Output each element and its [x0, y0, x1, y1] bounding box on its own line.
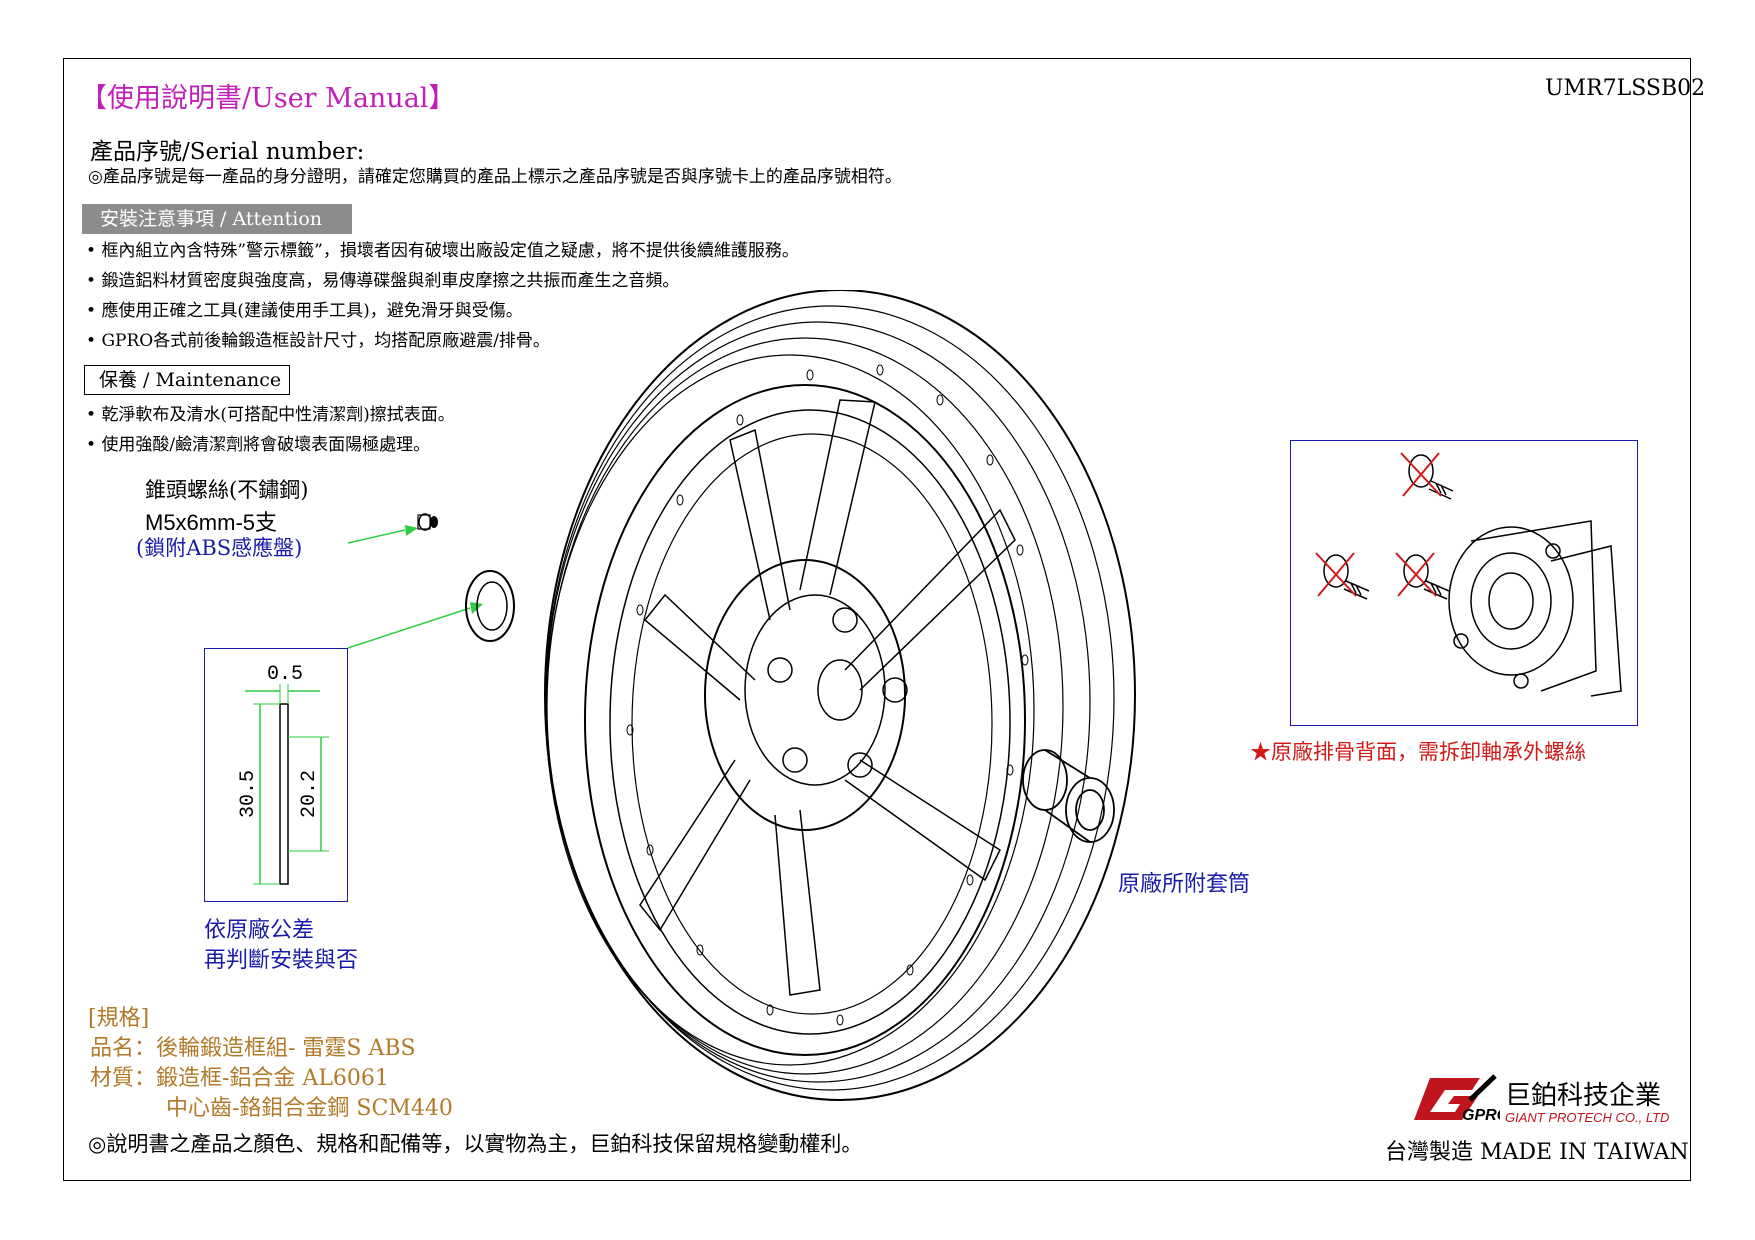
cone-screw-icon: [417, 513, 438, 531]
spec-material-2: 中心齒-鉻鉬合金鋼 SCM440: [166, 1096, 453, 1121]
wheel-icon: [544, 290, 1136, 1101]
tolerance-note-1: 依原廠公差: [204, 918, 315, 943]
attention-item: GPRO各式前後輪鍛造框設計尺寸，均搭配原廠避震/排骨。: [86, 326, 549, 351]
serial-note: ◎產品序號是每一產品的身分證明，請確定您購買的產品上標示之產品序號是否與序號卡上…: [88, 167, 902, 187]
made-in: 台灣製造 MADE IN TAIWAN: [1385, 1140, 1689, 1165]
company-name-zh: 巨鉑科技企業: [1505, 1081, 1662, 1111]
disclaimer: ◎說明書之產品之顏色、規格和配備等，以實物為主，巨鉑科技保留規格變動權利。: [88, 1132, 863, 1156]
screw-note: (鎖附ABS感應盤): [136, 536, 303, 560]
screw-spec: M5x6mm-5支: [145, 510, 278, 535]
washer-section-drawing: 0.5 30.5 20.2: [237, 663, 329, 885]
spacer-sleeve-icon: [1022, 749, 1115, 843]
maintenance-item: 使用強酸/鹼清潔劑將會破壞表面陽極處理。: [86, 430, 430, 455]
logo-text: GPRO: [1462, 1107, 1500, 1122]
swingarm-back-drawing: [1315, 452, 1622, 697]
remove-cross-icon: [1315, 452, 1442, 597]
company-name-en: GIANT PROTECH CO., LTD: [1505, 1110, 1670, 1125]
spec-material-1: 材質：鍛造框-鋁合金 AL6061: [90, 1066, 389, 1091]
attention-item: 應使用正確之工具(建議使用手工具)，避免滑牙與受傷。: [86, 296, 522, 321]
spec-product-name: 品名：後輪鍛造框組- 雷霆S ABS: [90, 1036, 416, 1061]
tolerance-note-2: 再判斷安裝與否: [204, 948, 359, 973]
serial-label: 產品序號/Serial number:: [90, 139, 365, 165]
abs-washer-icon: [465, 570, 515, 642]
wheel-exploded-drawing: [347, 290, 1136, 1101]
maintenance-item: 乾淨軟布及清水(可搭配中性清潔劑)擦拭表面。: [86, 400, 454, 425]
page-frame: [63, 58, 1691, 1181]
dim-inner-diameter: 20.2: [298, 770, 321, 818]
bearing-screw-icon: [1323, 454, 1454, 600]
spacer-note: 原廠所附套筒: [1118, 872, 1251, 897]
tolerance-detail-box: 0.5 30.5 20.2: [204, 648, 348, 902]
removal-note: ★原廠排骨背面，需拆卸軸承外螺絲: [1250, 740, 1586, 764]
attention-item: 鍛造鋁料材質密度與強度高，易傳導碟盤與剎車皮摩擦之共振而產生之音頻。: [86, 266, 679, 291]
maintenance-heading: 保養 / Maintenance: [84, 365, 290, 395]
specs-heading: [規格]: [88, 1006, 150, 1031]
attention-item: 框內組立內含特殊”警示標籤”，損壞者因有破壞出廠設定值之疑慮，將不提供後續維護服…: [86, 236, 798, 261]
screw-name: 錐頭螺絲(不鏽鋼): [145, 478, 309, 502]
page-title: 【使用說明書/User Manual】: [80, 83, 456, 114]
dim-outer-diameter: 30.5: [237, 770, 260, 818]
gpro-logo-icon: GPRO: [1414, 1074, 1500, 1122]
bearing-screw-removal-box: [1290, 440, 1638, 726]
attention-heading: 安裝注意事項 / Attention: [82, 204, 352, 234]
model-code: UMR7LSSB02: [1545, 76, 1706, 101]
dim-thickness: 0.5: [267, 663, 303, 686]
